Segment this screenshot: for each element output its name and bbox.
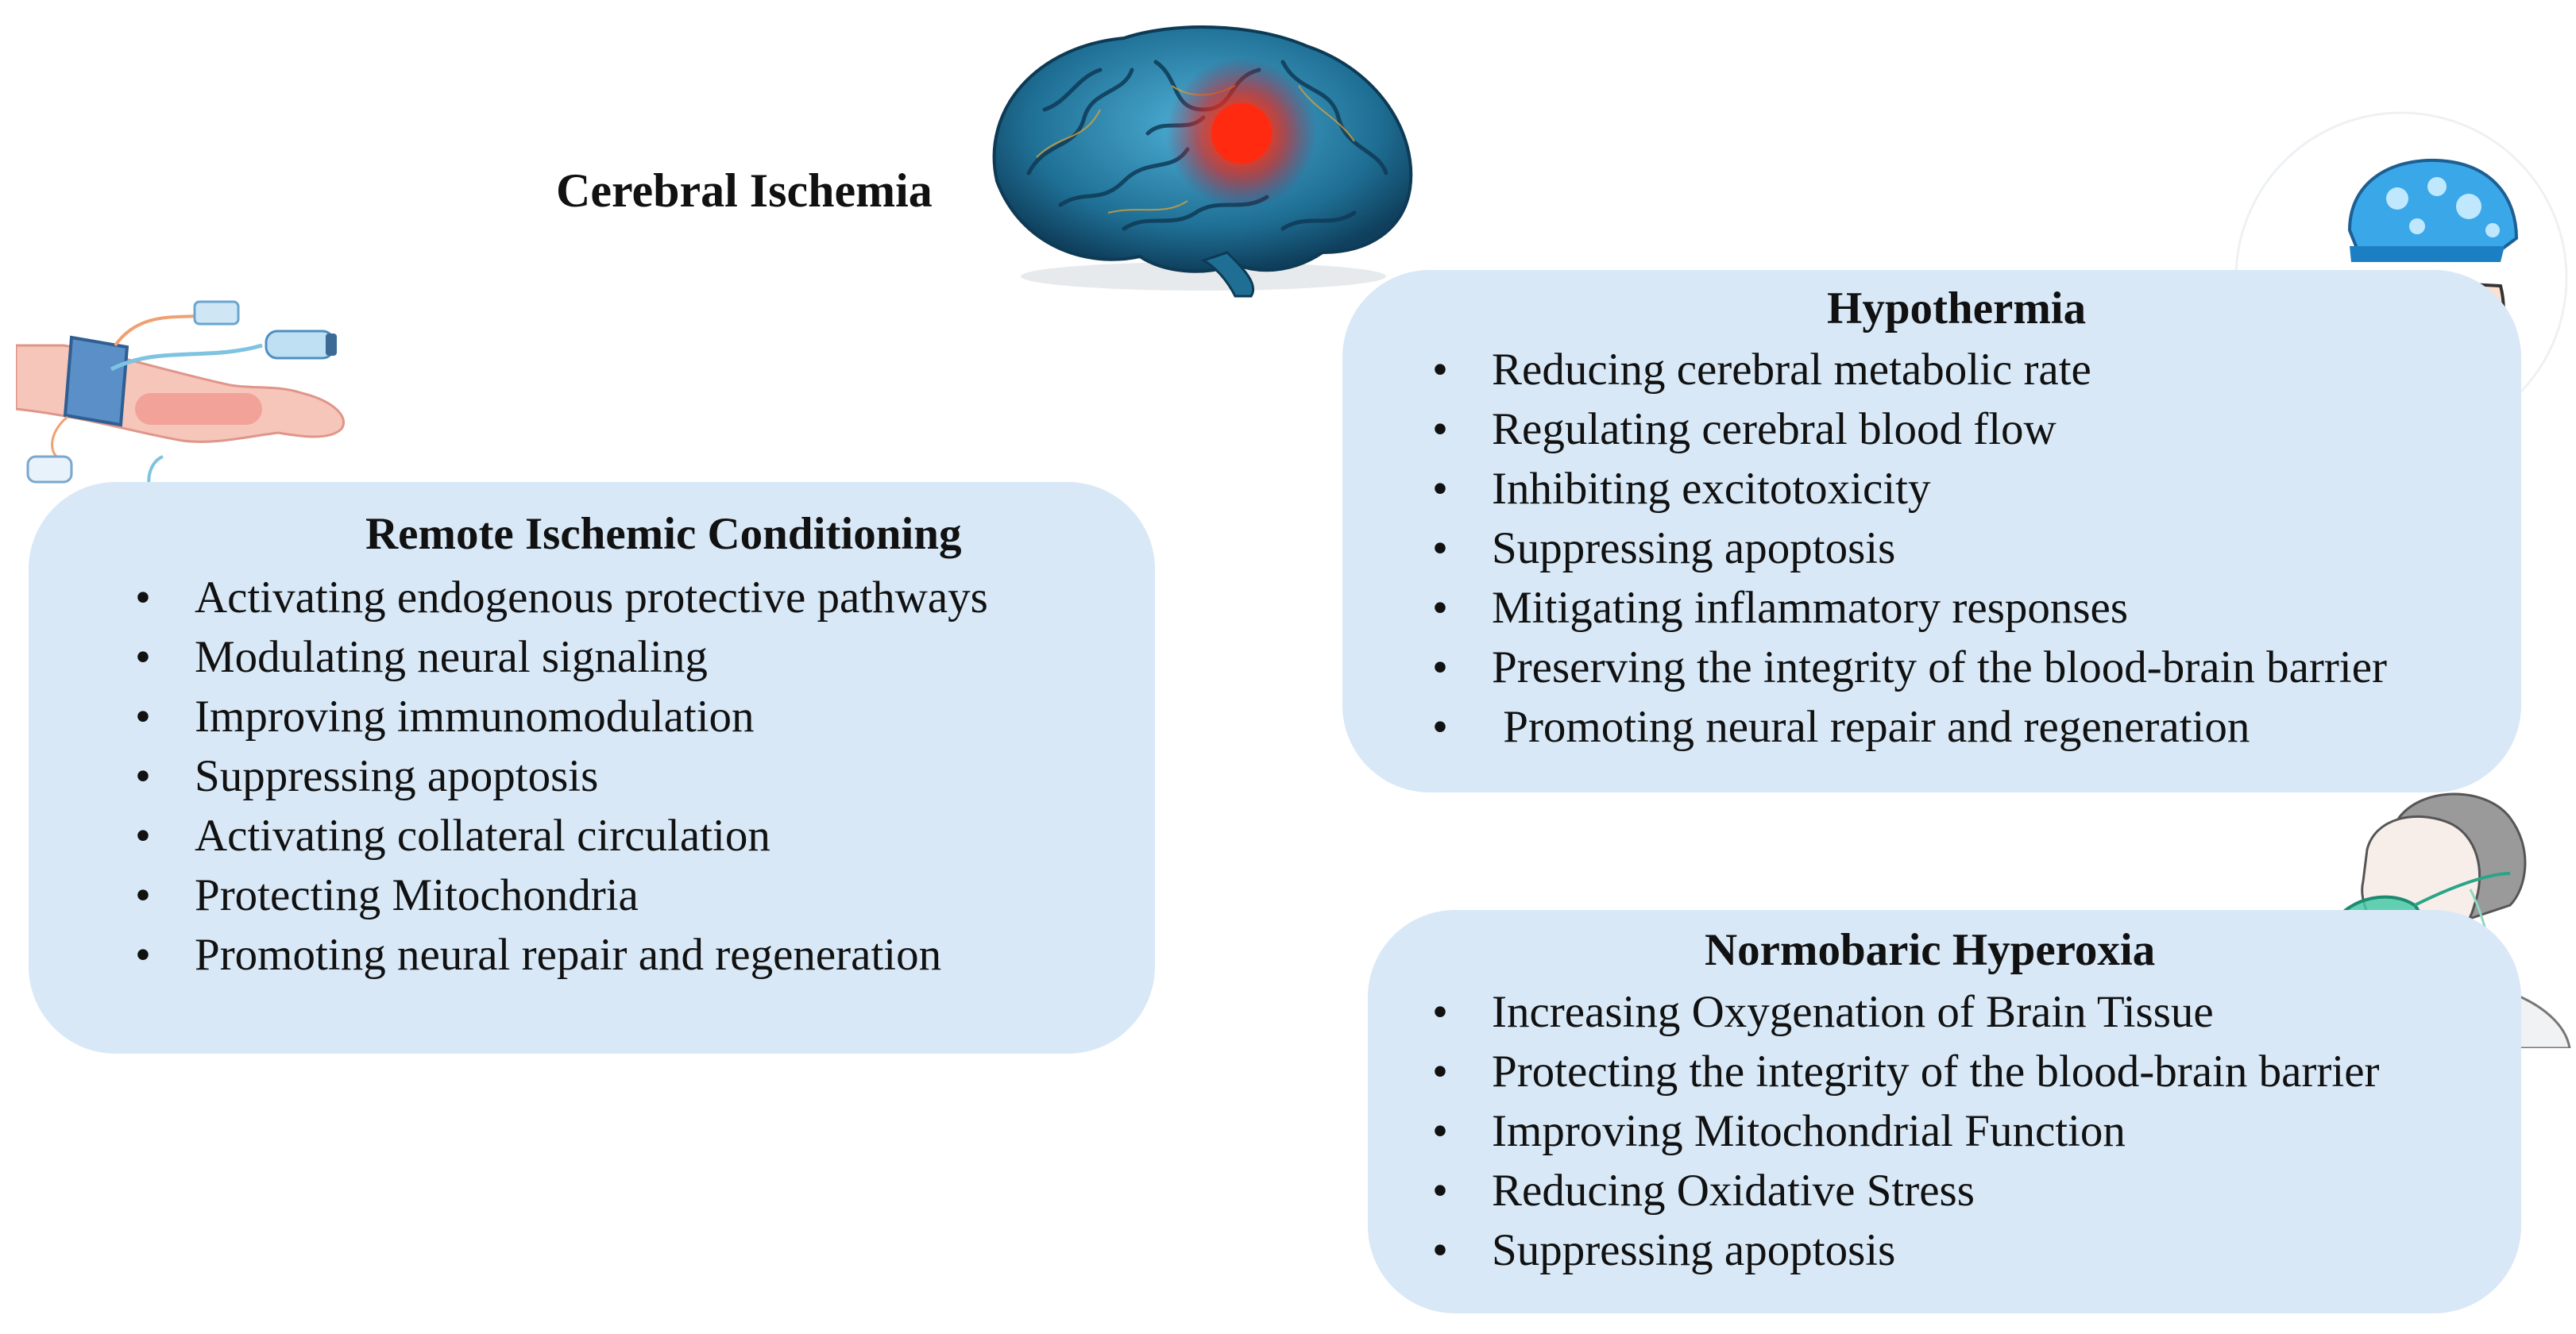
list-item: •Suppressing apoptosis xyxy=(1428,1220,2379,1280)
brain-icon xyxy=(992,25,1413,298)
bullet-icon: • xyxy=(1432,642,1448,692)
diagram-title: Cerebral Ischemia xyxy=(556,164,933,217)
bullet-icon: • xyxy=(135,930,151,980)
list-item: •Suppressing apoptosis xyxy=(131,746,988,806)
blood-pressure-cuff-arm-icon xyxy=(16,300,345,510)
list-item: •Inhibiting excitotoxicity xyxy=(1428,459,2387,519)
bullet-icon: • xyxy=(135,751,151,801)
list-item: •Activating collateral circulation xyxy=(131,806,988,866)
list-item: • Promoting neural repair and regenerati… xyxy=(1428,697,2387,757)
list-item: •Regulating cerebral blood flow xyxy=(1428,399,2387,459)
list-item: •Mitigating inflammatory responses xyxy=(1428,578,2387,638)
bullet-icon: • xyxy=(1432,1225,1448,1275)
hypothermia-list: •Reducing cerebral metabolic rate •Regul… xyxy=(1428,340,2387,757)
list-item: •Activating endogenous protective pathwa… xyxy=(131,568,988,627)
list-item: •Protecting Mitochondria xyxy=(131,866,988,925)
bullet-icon: • xyxy=(1432,1166,1448,1216)
list-item: •Improving immunomodulation xyxy=(131,687,988,746)
list-item: •Reducing Oxidative Stress xyxy=(1428,1161,2379,1220)
list-item: •Suppressing apoptosis xyxy=(1428,519,2387,578)
bullet-icon: • xyxy=(1432,404,1448,454)
bullet-icon: • xyxy=(1432,464,1448,514)
ric-title: Remote Ischemic Conditioning xyxy=(365,509,962,559)
list-item: •Preserving the integrity of the blood-b… xyxy=(1428,638,2387,697)
hypothermia-title: Hypothermia xyxy=(1827,283,2087,334)
nbo-title: Normobaric Hyperoxia xyxy=(1705,925,2156,975)
ric-panel xyxy=(29,482,1155,1054)
bullet-icon: • xyxy=(1432,702,1448,752)
list-item: •Protecting the integrity of the blood-b… xyxy=(1428,1042,2379,1101)
list-item: •Increasing Oxygenation of Brain Tissue xyxy=(1428,982,2379,1042)
bullet-icon: • xyxy=(135,573,151,623)
nbo-panel xyxy=(1368,910,2521,1313)
bullet-icon: • xyxy=(135,870,151,920)
bullet-icon: • xyxy=(135,692,151,742)
bullet-icon: • xyxy=(1432,345,1448,395)
bullet-icon: • xyxy=(1432,583,1448,633)
list-item: •Modulating neural signaling xyxy=(131,627,988,687)
bullet-icon: • xyxy=(1432,523,1448,573)
bullet-icon: • xyxy=(135,811,151,861)
hypothermia-panel xyxy=(1342,270,2521,792)
bullet-icon: • xyxy=(1432,1106,1448,1156)
bullet-icon: • xyxy=(1432,987,1448,1037)
nbo-list: •Increasing Oxygenation of Brain Tissue … xyxy=(1428,982,2379,1280)
bullet-icon: • xyxy=(135,632,151,682)
list-item: •Improving Mitochondrial Function xyxy=(1428,1101,2379,1161)
bullet-icon: • xyxy=(1432,1047,1448,1097)
ric-list: •Activating endogenous protective pathwa… xyxy=(131,568,988,985)
list-item: •Reducing cerebral metabolic rate xyxy=(1428,340,2387,399)
list-item: •Promoting neural repair and regeneratio… xyxy=(131,925,988,985)
